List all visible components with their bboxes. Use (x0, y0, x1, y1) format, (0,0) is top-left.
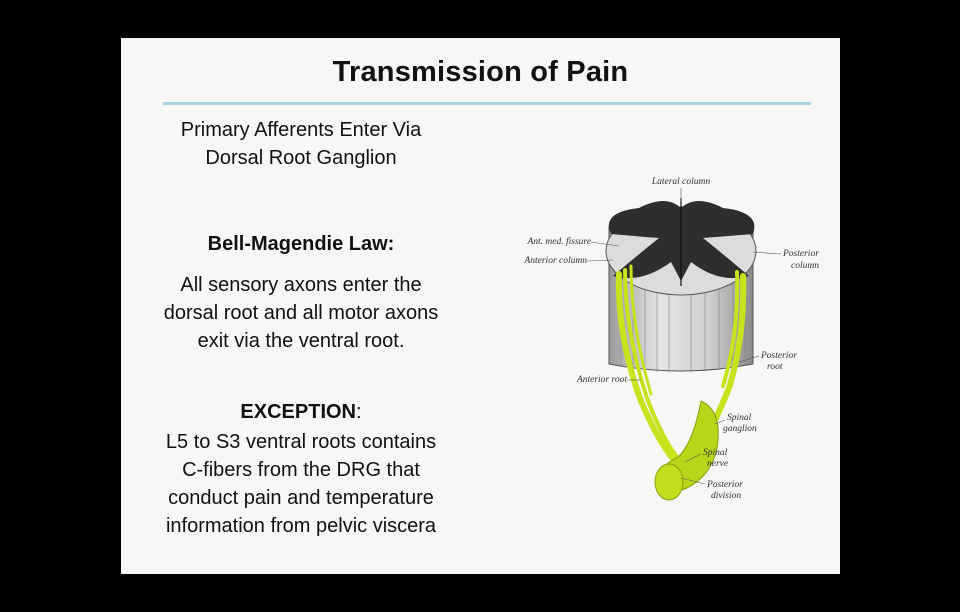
law-line: dorsal root and all motor axons (163, 302, 439, 324)
law-line: All sensory axons enter the (180, 274, 422, 296)
label-spinal-nerve-1: Spinal (703, 448, 728, 458)
exception-heading: EXCEPTION: (131, 398, 471, 426)
label-lateral-column: Lateral column (651, 177, 711, 187)
exception-colon: : (356, 401, 362, 423)
figure-labels: Lateral column Ant. med. fissure Anterio… (523, 177, 819, 501)
exception-line: information from pelvic viscera (165, 515, 437, 537)
exception-line: C-fibers from the DRG that (182, 459, 420, 481)
title-divider (163, 102, 811, 105)
grey-matter (608, 201, 755, 281)
slide: Transmission of Pain Primary Afferents E… (121, 38, 840, 574)
intro-line: Dorsal Root Ganglion (205, 147, 397, 169)
label-spinal-ganglion-2: ganglion (723, 424, 757, 434)
label-spinal-nerve-2: nerve (707, 459, 728, 469)
intro-line: Primary Afferents Enter Via (180, 119, 422, 141)
label-posterior-root-2: root (767, 362, 783, 372)
label-posterior-column-2: column (791, 261, 819, 271)
label-posterior-column-1: Posterior (782, 249, 819, 259)
label-spinal-ganglion-1: Spinal (727, 413, 752, 423)
intro-text: Primary Afferents Enter Via Dorsal Root … (151, 116, 451, 172)
label-posterior-division-2: division (711, 491, 741, 501)
exception-line: conduct pain and temperature (168, 487, 434, 509)
label-ant-med-fissure: Ant. med. fissure (526, 236, 591, 247)
label-posterior-division-1: Posterior (706, 480, 743, 490)
spinal-nerve (654, 463, 684, 501)
law-line: exit via the ventral root. (197, 330, 405, 352)
nerve-roots (615, 264, 747, 469)
label-anterior-column: Anterior column (523, 256, 587, 266)
exception-line: L5 to S3 ventral roots contains (165, 431, 437, 453)
label-posterior-root-1: Posterior (760, 351, 797, 361)
slide-title: Transmission of Pain (332, 56, 629, 88)
law-heading: Bell-Magendie Law: (207, 233, 395, 255)
exception-body: L5 to S3 ventral roots contains C-fibers… (131, 428, 471, 540)
exception-heading-text: EXCEPTION (240, 401, 356, 423)
label-anterior-root: Anterior root (576, 375, 627, 385)
law-body: All sensory axons enter the dorsal root … (131, 271, 471, 355)
spinal-cord-illustration: Lateral column Ant. med. fissure Anterio… (523, 177, 819, 501)
